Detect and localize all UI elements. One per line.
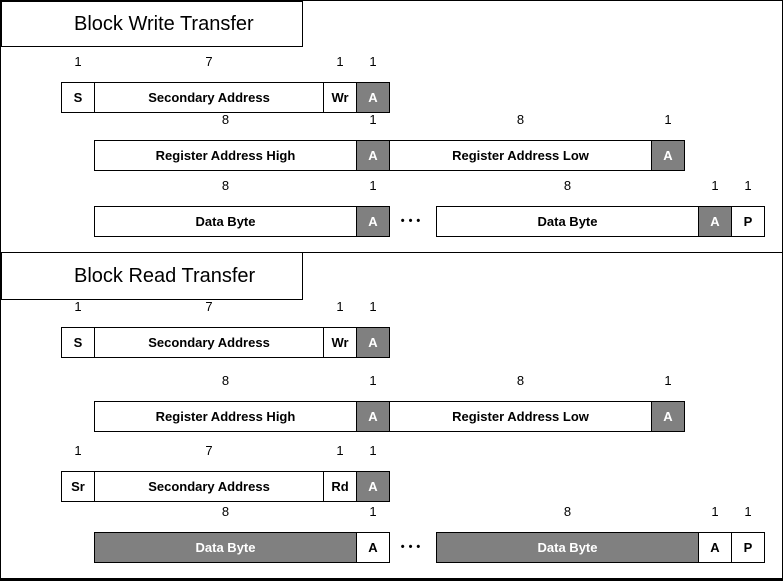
- bit-width-label: 1: [711, 178, 719, 193]
- ellipsis-dots: •••: [400, 215, 425, 227]
- cell-ack-bit: A: [698, 532, 732, 563]
- cell-ack-bit: A: [356, 82, 390, 113]
- cell-data-byte: Data Byte: [436, 206, 699, 237]
- bit-width-label: 1: [664, 112, 672, 127]
- cell-ack-bit: A: [356, 327, 390, 358]
- cell-start-bit: S: [61, 327, 95, 358]
- cell-ack-bit: A: [356, 532, 390, 563]
- bit-width-label: 8: [221, 178, 230, 193]
- section-title-text: Block Write Transfer: [74, 12, 254, 35]
- cell-read-bit: Rd: [323, 471, 357, 502]
- cell-ack-bit: A: [356, 206, 390, 237]
- cell-write-bit: Wr: [323, 82, 357, 113]
- bit-width-label: 1: [74, 299, 82, 314]
- cell-ack-bit: A: [356, 140, 390, 171]
- section-divider: [1, 252, 782, 253]
- cell-write-bit: Wr: [323, 327, 357, 358]
- bit-width-label: 1: [336, 443, 344, 458]
- cell-secondary-address: Secondary Address: [94, 327, 324, 358]
- cell-ack-bit: A: [356, 401, 390, 432]
- bit-width-label: 1: [664, 373, 672, 388]
- bit-width-label: 1: [369, 504, 377, 519]
- bit-width-label: 8: [221, 373, 230, 388]
- cell-repeated-start-bit: Sr: [61, 471, 95, 502]
- bit-width-label: 1: [369, 373, 377, 388]
- bit-width-label: 1: [336, 299, 344, 314]
- ellipsis-dots: •••: [400, 541, 425, 553]
- section-title-text: Block Read Transfer: [74, 264, 256, 287]
- cell-ack-bit: A: [698, 206, 732, 237]
- cell-start-bit: S: [61, 82, 95, 113]
- bit-width-label: 1: [369, 443, 377, 458]
- bit-width-label: 8: [221, 112, 230, 127]
- bit-width-label: 8: [563, 178, 572, 193]
- cell-secondary-address: Secondary Address: [94, 471, 324, 502]
- bit-width-label: 1: [74, 54, 82, 69]
- cell-data-byte: Data Byte: [94, 532, 357, 563]
- cell-ack-bit: A: [356, 471, 390, 502]
- block-write-transfer-title: Block Write Transfer: [1, 1, 303, 47]
- cell-ack-bit: A: [651, 401, 685, 432]
- bit-width-label: 1: [744, 504, 752, 519]
- bit-width-label: 1: [74, 443, 82, 458]
- bit-width-label: 7: [205, 54, 213, 69]
- cell-ack-bit: A: [651, 140, 685, 171]
- bit-width-label: 1: [369, 112, 377, 127]
- block-read-transfer-title: Block Read Transfer: [1, 252, 303, 300]
- cell-register-address-high: Register Address High: [94, 401, 357, 432]
- cell-stop-bit: P: [731, 206, 765, 237]
- cell-secondary-address: Secondary Address: [94, 82, 324, 113]
- bit-width-label: 1: [744, 178, 752, 193]
- bit-width-label: 8: [563, 504, 572, 519]
- cell-data-byte: Data Byte: [436, 532, 699, 563]
- bit-width-label: 7: [205, 443, 213, 458]
- bit-width-label: 8: [516, 112, 525, 127]
- bit-width-label: 1: [369, 178, 377, 193]
- bit-width-label: 1: [369, 54, 377, 69]
- bit-width-label: 1: [711, 504, 719, 519]
- bit-width-label: 8: [221, 504, 230, 519]
- bit-width-label: 1: [369, 299, 377, 314]
- cell-stop-bit: P: [731, 532, 765, 563]
- cell-register-address-low: Register Address Low: [389, 140, 652, 171]
- bit-width-label: 7: [205, 299, 213, 314]
- bit-width-label: 8: [516, 373, 525, 388]
- cell-register-address-low: Register Address Low: [389, 401, 652, 432]
- cell-data-byte: Data Byte: [94, 206, 357, 237]
- bit-width-label: 1: [336, 54, 344, 69]
- cell-register-address-high: Register Address High: [94, 140, 357, 171]
